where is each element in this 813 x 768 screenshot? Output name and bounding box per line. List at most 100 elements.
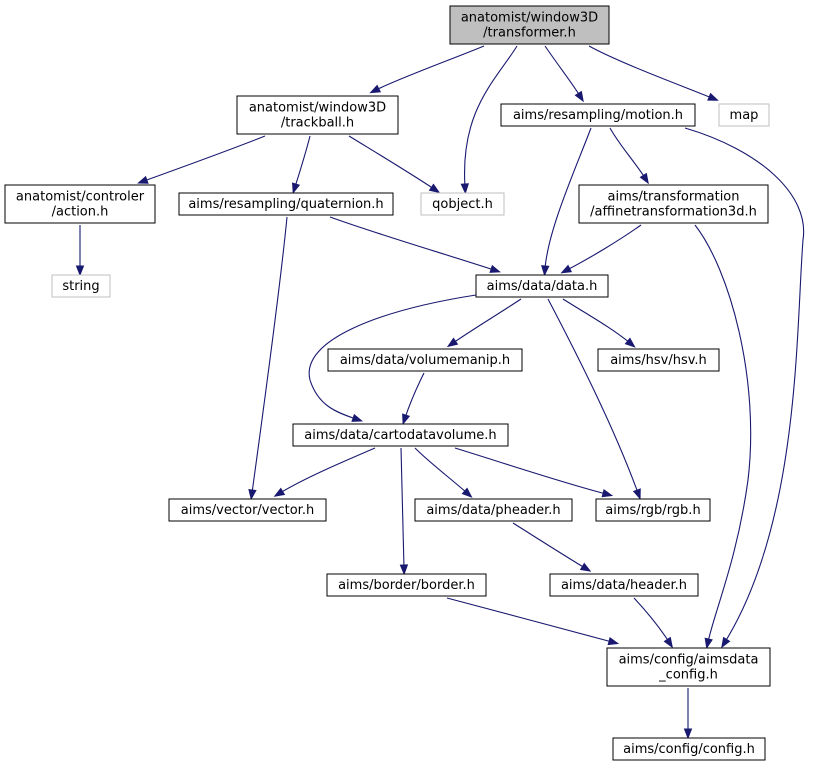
edge-data-to-hsv: [562, 298, 636, 348]
edge-cartodatavolume-to-rgb: [454, 447, 614, 498]
arrowhead-icon: [292, 182, 301, 195]
node-transformer[interactable]: anatomist/window3D/transformer.h: [449, 5, 610, 45]
node-trackball[interactable]: anatomist/window3D/trackball.h: [236, 95, 399, 135]
node-box: [327, 348, 523, 372]
node-box: [595, 498, 711, 522]
arrowhead-icon: [399, 564, 409, 576]
node-box: [168, 498, 327, 522]
node-box: [612, 737, 766, 761]
edge-line: [588, 45, 713, 99]
edge-line: [143, 135, 266, 182]
node-box: [718, 103, 770, 127]
edge-line: [375, 45, 485, 91]
node-label: aims/rgb/rgb.h: [605, 503, 700, 518]
edge-trackball-to-action: [137, 135, 266, 184]
node-box: [475, 274, 609, 298]
arrowhead-icon: [248, 488, 257, 501]
node-label: aims/vector/vector.h: [181, 503, 314, 518]
edge-line: [463, 45, 518, 188]
node-box: [326, 573, 487, 597]
node-label: aims/transformation: [608, 190, 740, 205]
node-quaternion[interactable]: aims/resampling/quaternion.h: [178, 192, 394, 216]
arrowhead-icon: [707, 92, 719, 101]
edge-border-to-aimsdata_config: [446, 597, 620, 646]
edge-line: [400, 447, 405, 569]
node-box: [449, 5, 610, 45]
edge-line: [454, 447, 607, 495]
node-pheader[interactable]: aims/data/pheader.h: [414, 498, 573, 522]
edge-transformer-to-motion: [544, 45, 584, 103]
edge-motion-to-affine: [609, 127, 649, 185]
arrowhead-icon: [273, 487, 286, 497]
node-label: aims/resampling/quaternion.h: [188, 197, 383, 212]
node-cartodatavolume[interactable]: aims/data/cartodatavolume.h: [292, 423, 509, 447]
node-label: aims/resampling/motion.h: [513, 108, 683, 123]
node-action[interactable]: anatomist/controler/action.h: [4, 184, 156, 224]
edge-data-to-volumemanip: [446, 298, 522, 348]
node-label: aims/config/aimsdata: [619, 653, 759, 668]
node-box: [178, 192, 394, 216]
node-label: anatomist/controler: [16, 190, 145, 205]
arrowhead-icon: [632, 488, 641, 500]
node-vector[interactable]: aims/vector/vector.h: [168, 498, 327, 522]
node-label: /transformer.h: [483, 26, 576, 41]
node-volumemanip[interactable]: aims/data/volumemanip.h: [327, 348, 523, 372]
node-label: aims/hsv/hsv.h: [610, 353, 707, 368]
arrowhead-icon: [137, 175, 149, 184]
node-config[interactable]: aims/config/config.h: [612, 737, 766, 761]
edge-volumemanip-to-cartodatavolume: [402, 372, 425, 426]
node-map: map: [718, 103, 770, 127]
edge-line: [329, 216, 495, 271]
arrowhead-icon: [663, 636, 673, 649]
edge-line: [251, 216, 288, 494]
arrowhead-icon: [579, 562, 592, 572]
edge-header-to-aimsdata_config: [633, 597, 673, 649]
arrowhead-icon: [489, 264, 502, 273]
edge-line: [452, 298, 522, 344]
node-box: [4, 184, 156, 224]
edge-line: [348, 135, 435, 190]
arrowhead-icon: [601, 489, 614, 498]
node-string: string: [51, 274, 111, 298]
node-affine[interactable]: aims/transformation/affinetransformation…: [578, 184, 769, 224]
arrowhead-icon: [369, 84, 382, 94]
node-motion[interactable]: aims/resampling/motion.h: [500, 103, 696, 127]
edge-line: [308, 294, 477, 420]
node-border[interactable]: aims/border/border.h: [326, 573, 487, 597]
node-box: [500, 103, 696, 127]
arrowhead-icon: [75, 265, 85, 277]
edge-affine-to-aimsdata_config: [694, 224, 752, 650]
node-label: /action.h: [52, 205, 109, 220]
node-label: anatomist/window3D: [249, 101, 386, 116]
node-label: /trackball.h: [281, 116, 354, 131]
node-aimsdata_config[interactable]: aims/config/aimsdata_config.h: [606, 647, 771, 687]
node-label: aims/data/data.h: [487, 279, 598, 294]
arrowhead-icon: [704, 637, 713, 650]
node-data[interactable]: aims/data/data.h: [475, 274, 609, 298]
arrowhead-icon: [428, 183, 441, 194]
arrowhead-icon: [402, 413, 411, 426]
edge-line: [562, 298, 631, 344]
edge-line: [279, 447, 376, 494]
node-header[interactable]: aims/data/header.h: [549, 573, 699, 597]
arrowhead-icon: [461, 487, 473, 498]
node-qobject: qobject.h: [420, 192, 505, 216]
node-label: aims/border/border.h: [338, 578, 475, 593]
edge-line: [547, 298, 639, 494]
arrowhead-icon: [683, 728, 693, 740]
arrowhead-icon: [607, 637, 620, 646]
edge-motion-to-aimsdata_config: [684, 127, 805, 649]
edge-line: [404, 372, 425, 419]
node-rgb[interactable]: aims/rgb/rgb.h: [595, 498, 711, 522]
edge-cartodatavolume-to-pheader: [414, 447, 473, 498]
node-hsv[interactable]: aims/hsv/hsv.h: [597, 348, 720, 372]
node-label: string: [62, 279, 99, 294]
node-box: [597, 348, 720, 372]
edge-line: [294, 135, 311, 188]
edge-line: [544, 127, 592, 270]
arrowhead-icon: [541, 265, 550, 277]
node-label: aims/config/config.h: [623, 742, 755, 757]
edges-layer: [75, 45, 805, 740]
node-box: [549, 573, 699, 597]
